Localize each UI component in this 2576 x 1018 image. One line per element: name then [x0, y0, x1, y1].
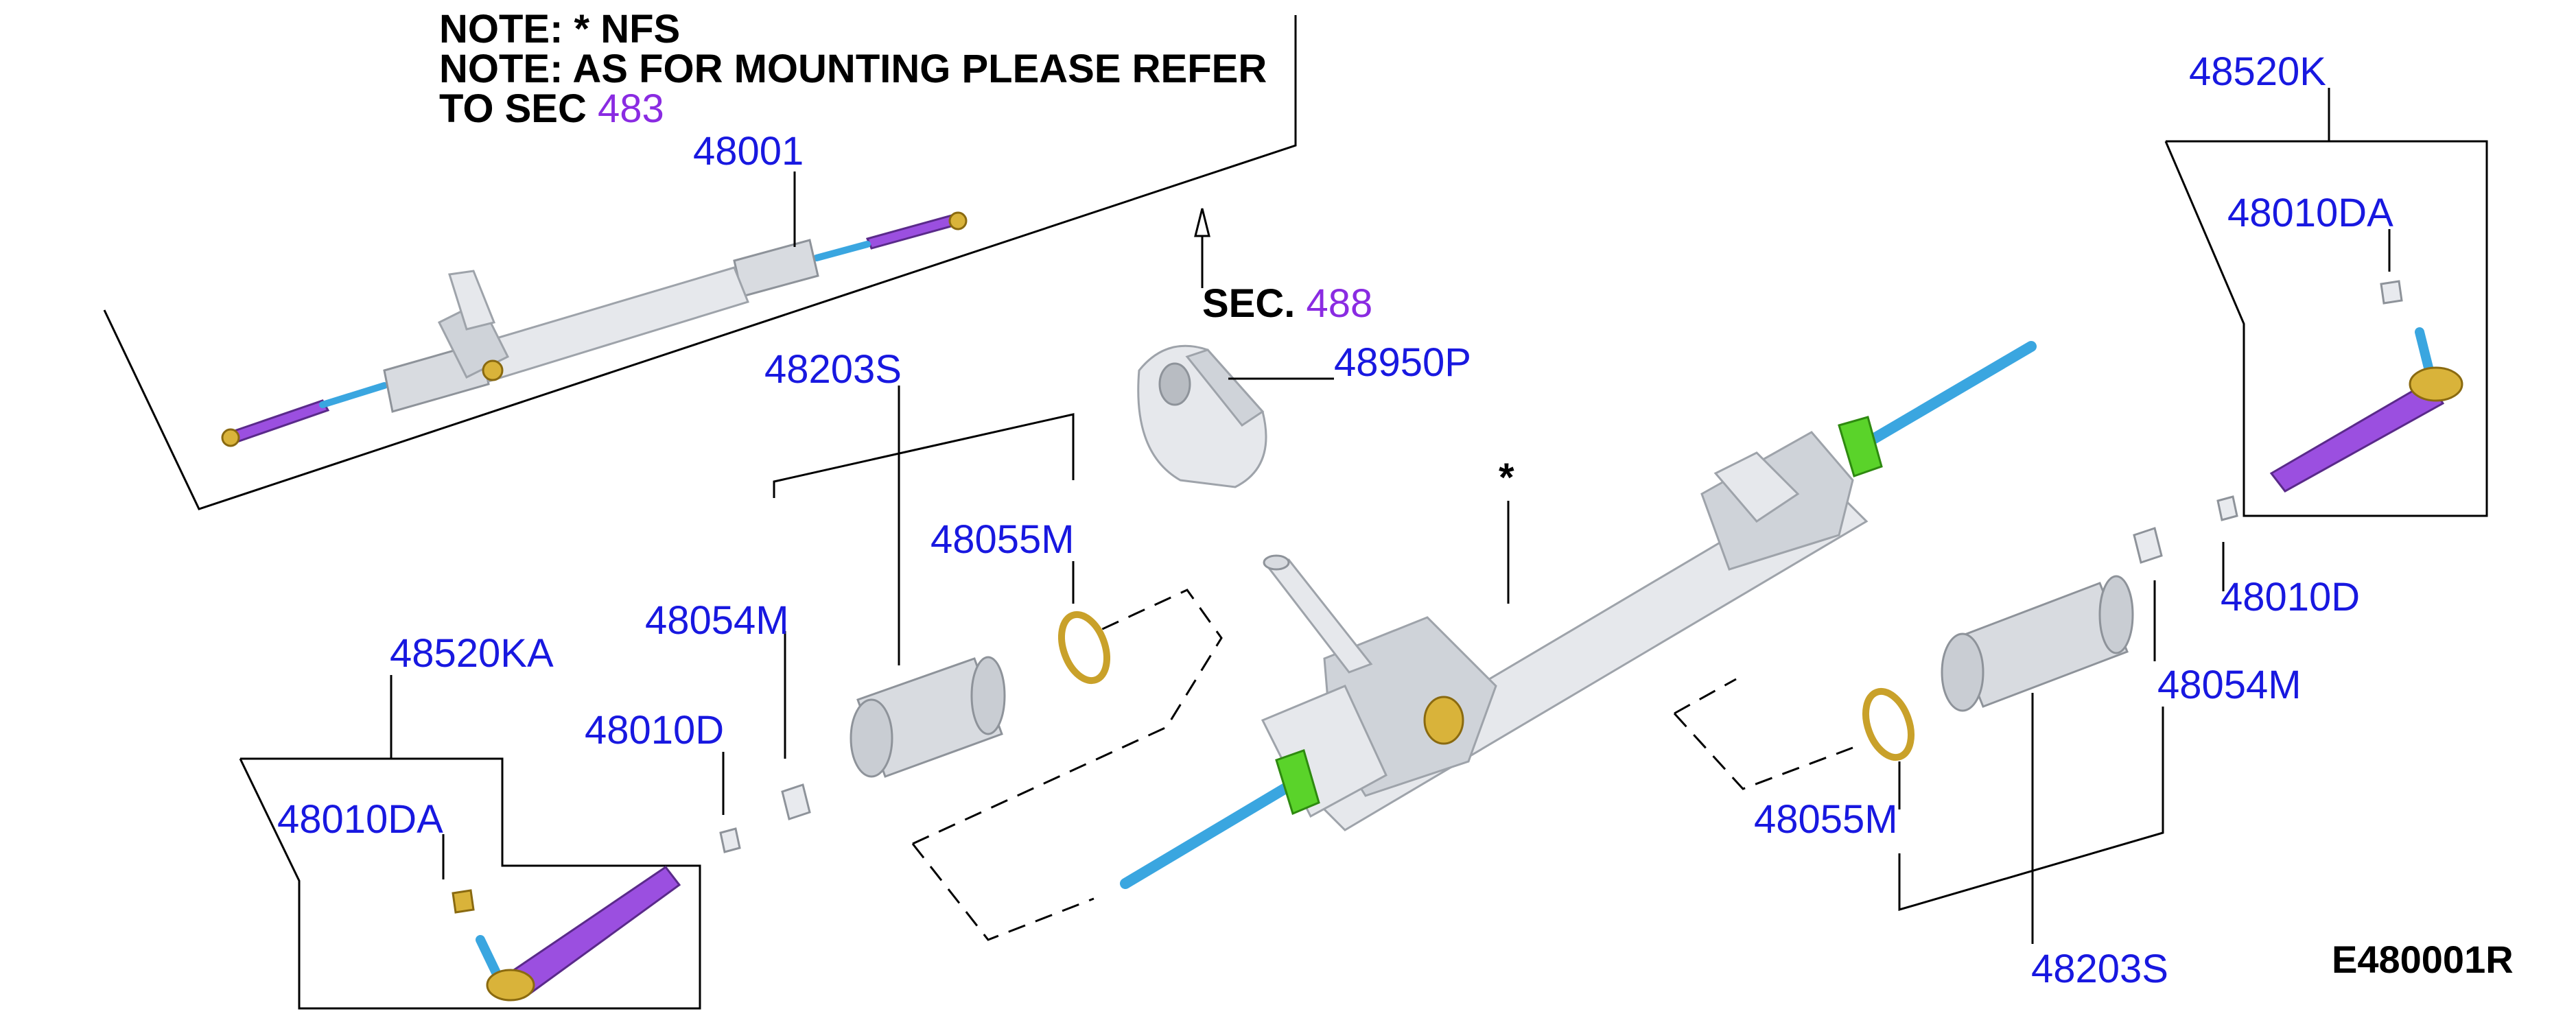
tie-rod-end-48520K[interactable]	[2269, 280, 2463, 493]
label-48203S-top[interactable]: 48203S	[764, 347, 902, 392]
nfs-asterisk: *	[1499, 455, 1514, 500]
bracket-48203S-bottom	[1898, 707, 2164, 911]
label-48203S-bottom[interactable]: 48203S	[2031, 947, 2168, 991]
assembly-frame	[103, 15, 1297, 510]
note-mounting: NOTE: AS FOR MOUNTING PLEASE REFER	[439, 47, 1267, 91]
bracket-48203S-top	[773, 413, 1075, 498]
seal-ring-48055M-right[interactable]	[1858, 685, 1920, 764]
label-48520KA[interactable]: 48520KA	[390, 631, 554, 676]
dashed-box-right	[1673, 712, 1853, 790]
box-48520KA	[239, 757, 701, 1010]
nut-48010D-right[interactable]	[2216, 495, 2238, 521]
sec-number[interactable]: 488	[1307, 281, 1373, 326]
label-48010DA-left[interactable]: 48010DA	[277, 797, 443, 842]
nut-48010D-left[interactable]	[719, 827, 741, 853]
label-48950P[interactable]: 48950P	[1334, 340, 1471, 385]
dashed-box-right-top	[1674, 678, 1737, 715]
label-48520K[interactable]: 48520K	[2189, 49, 2326, 94]
insulator-part-48950P[interactable]	[1137, 344, 1267, 488]
clip-48054M-left[interactable]	[781, 783, 811, 820]
label-48054M-left[interactable]: 48054M	[645, 598, 789, 643]
note-nfs: NOTE: * NFS	[439, 7, 680, 51]
box-48520K	[2164, 140, 2488, 517]
label-48010D-right[interactable]: 48010D	[2221, 575, 2360, 619]
dashed-box-left-end	[912, 589, 1223, 845]
note-sec-number[interactable]: 483	[598, 86, 664, 131]
label-48055M-left[interactable]: 48055M	[930, 517, 1075, 562]
label-48054M-right[interactable]: 48054M	[2157, 663, 2302, 707]
sec-reference: SEC. 488	[1202, 281, 1372, 326]
tie-rod-end-48520KA[interactable]	[452, 865, 681, 1002]
clip-48054M-right[interactable]	[2133, 527, 2163, 564]
note-sec-ref: TO SEC 483	[439, 86, 664, 131]
steering-gear-assembly-thumbnail[interactable]	[221, 211, 968, 447]
dashed-box-left	[911, 843, 1094, 941]
diagram-code: E480001R	[2332, 938, 2514, 981]
label-48001[interactable]: 48001	[693, 129, 804, 174]
label-48010DA-right[interactable]: 48010DA	[2227, 191, 2393, 235]
note-sec-prefix: TO SEC	[439, 86, 598, 131]
label-48010D-left[interactable]: 48010D	[585, 708, 724, 753]
sec-prefix: SEC.	[1202, 281, 1307, 326]
sec-arrow-head	[1194, 208, 1210, 237]
steering-rack-main[interactable]	[1120, 341, 2037, 889]
boot-part-48203S-right[interactable]	[1941, 575, 2134, 712]
seal-ring-48055M-left[interactable]	[1053, 608, 1116, 687]
label-48055M-right[interactable]: 48055M	[1754, 797, 1898, 842]
boot-part-48203S-left[interactable]	[850, 656, 1006, 778]
